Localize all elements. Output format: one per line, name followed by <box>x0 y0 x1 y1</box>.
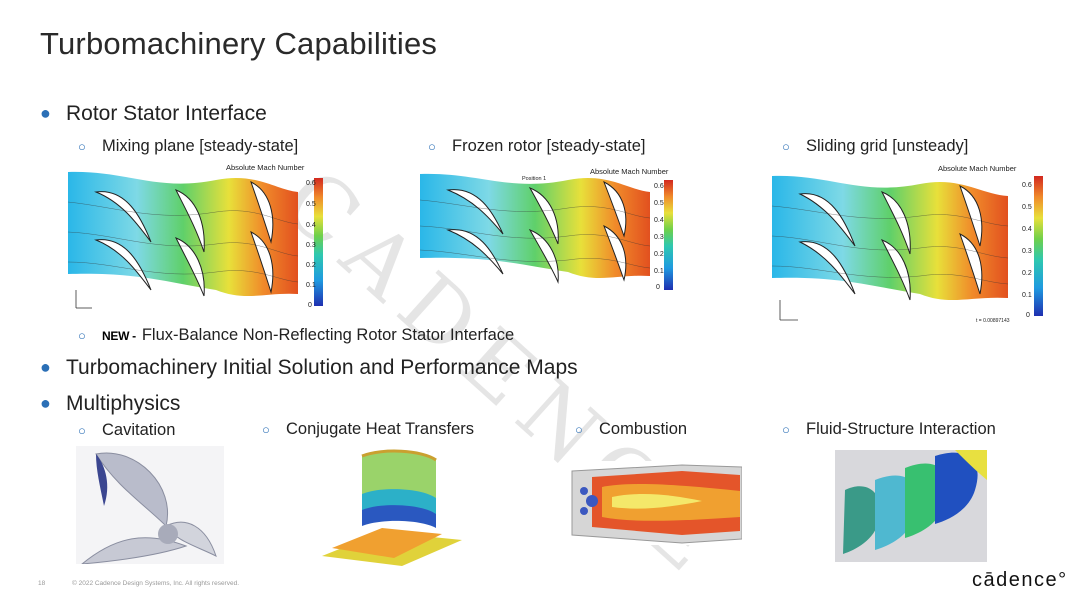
colorbar-tick: 0.5 <box>1022 204 1032 211</box>
sub-bullet-icon: ○ <box>262 422 270 437</box>
colorbar-tick: 0 <box>656 284 660 291</box>
colorbar-tick: 0 <box>308 302 312 309</box>
sub-label: Flux-Balance Non-Reflecting Rotor Stator… <box>141 326 515 344</box>
time-label: t = 0.00897143 <box>976 318 1010 324</box>
slide-title: Turbomachinery Capabilities <box>40 26 438 61</box>
sub-bullet-icon: ○ <box>575 422 583 437</box>
bullet-dot-icon: ● <box>40 393 51 413</box>
colorbar-tick: 0.2 <box>306 262 316 269</box>
sub-label: Frozen rotor [steady-state] <box>452 137 646 155</box>
bullet-dot-icon: ● <box>40 103 51 123</box>
sub-fsi: ○ Fluid-Structure Interaction <box>782 420 996 439</box>
mach-contour-image <box>771 175 1043 321</box>
bullet-rotor-stator: ● Rotor Stator Interface <box>40 102 267 126</box>
position-label: Position 1 <box>522 176 547 182</box>
colorbar-tick: 0.2 <box>654 251 664 258</box>
sub-flux-balance: ○ NEW - Flux-Balance Non-Reflecting Rotor… <box>78 326 515 345</box>
colorbar-tick: 0.2 <box>1022 270 1032 277</box>
new-badge: NEW - <box>102 329 136 343</box>
sub-mixing-plane: ○ Mixing plane [steady-state] <box>78 137 299 156</box>
sub-label: Mixing plane [steady-state] <box>102 137 299 155</box>
cavitation-propeller-image <box>76 446 224 564</box>
sub-combustion: ○ Combustion <box>575 420 688 439</box>
cadence-logo: cādence° <box>972 569 1068 591</box>
sub-conjugate: ○ Conjugate Heat Transfers <box>262 420 475 439</box>
colorbar-tick: 0.3 <box>1022 248 1032 255</box>
sub-bullet-icon: ○ <box>78 328 86 343</box>
mach-contour-image <box>419 173 673 290</box>
bullet-label: Turbomachinery Initial Solution and Perf… <box>66 356 578 379</box>
colorbar-title: Absolute Mach Number <box>226 163 305 172</box>
colorbar-tick: 0.6 <box>1022 182 1032 189</box>
page-number: 18 <box>38 580 46 587</box>
fluid-structure-interaction-image <box>835 450 987 562</box>
sub-cavitation: ○ Cavitation <box>78 421 176 440</box>
bullet-label: Rotor Stator Interface <box>66 102 267 125</box>
colorbar-tick: 0.5 <box>306 201 316 208</box>
sub-bullet-icon: ○ <box>782 422 790 437</box>
copyright-notice: © 2022 Cadence Design Systems, Inc. All … <box>72 580 240 587</box>
sub-bullet-icon: ○ <box>78 423 86 438</box>
conjugate-heat-transfer-image <box>322 449 462 566</box>
colorbar-title: Absolute Mach Number <box>590 167 669 176</box>
sub-label: Fluid-Structure Interaction <box>806 420 996 438</box>
sub-bullet-icon: ○ <box>78 139 86 154</box>
mixing-plane-plot: Absolute Mach Number 0.6 0.5 0.4 0.3 0.2… <box>66 162 328 312</box>
sub-bullet-icon: ○ <box>782 139 790 154</box>
sub-bullet-icon: ○ <box>428 139 436 154</box>
colorbar-title: Absolute Mach Number <box>938 164 1017 173</box>
sub-label: Sliding grid [unsteady] <box>806 137 969 155</box>
colorbar-tick: 0.4 <box>1022 226 1032 233</box>
colorbar-tick: 0 <box>1026 312 1030 319</box>
sub-label: Combustion <box>599 420 688 438</box>
colorbar-tick: 0.4 <box>306 222 316 229</box>
combustion-image <box>562 461 742 545</box>
sub-frozen-rotor: ○ Frozen rotor [steady-state] <box>428 137 646 156</box>
bullet-multiphysics: ● Multiphysics <box>40 392 181 416</box>
colorbar-tick: 0.3 <box>654 234 664 241</box>
sub-label: Cavitation <box>102 421 176 439</box>
bullet-initial-solution: ● Turbomachinery Initial Solution and Pe… <box>40 356 578 380</box>
colorbar-tick: 0.1 <box>306 282 316 289</box>
colorbar-tick: 0.1 <box>1022 292 1032 299</box>
colorbar-tick: 0.3 <box>306 242 316 249</box>
colorbar-tick: 0.4 <box>654 217 664 224</box>
bullet-label: Multiphysics <box>66 392 181 415</box>
colorbar-tick: 0.1 <box>654 268 664 275</box>
sliding-grid-plot: Absolute Mach Number 0.6 0.5 0.4 0.3 0.2… <box>770 162 1050 332</box>
sub-sliding-grid: ○ Sliding grid [unsteady] <box>782 137 969 156</box>
sub-label: Conjugate Heat Transfers <box>286 420 475 438</box>
colorbar-tick: 0.6 <box>654 183 664 190</box>
mach-contour-image <box>67 171 323 309</box>
bullet-dot-icon: ● <box>40 357 51 377</box>
colorbar-tick: 0.6 <box>306 180 316 187</box>
frozen-rotor-plot: Position 1 Absolute Mach Number 0.6 0.5 … <box>418 164 680 294</box>
colorbar-tick: 0.5 <box>654 200 664 207</box>
